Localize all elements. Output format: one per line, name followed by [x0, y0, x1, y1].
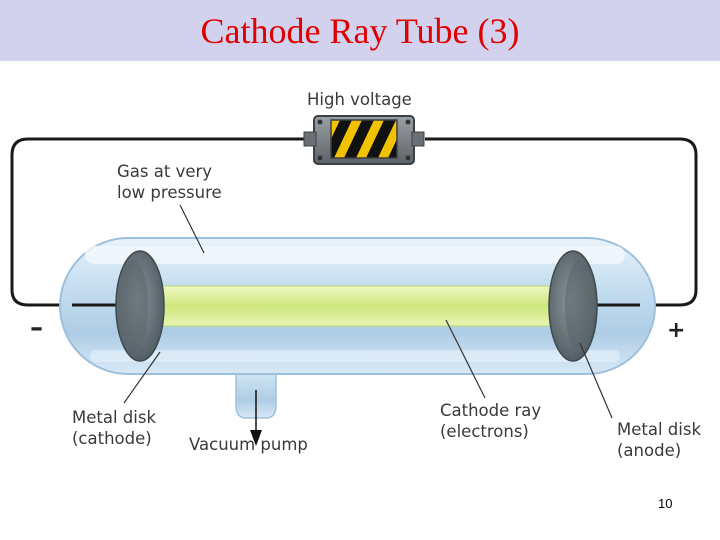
- cathode-disk: [115, 250, 165, 362]
- slide-title: Cathode Ray Tube (3): [200, 11, 520, 51]
- positive-terminal-sign: +: [667, 318, 685, 343]
- cathode-ray-label-line1: Cathode ray: [440, 401, 541, 420]
- cathode-label-line2: (cathode): [72, 429, 152, 448]
- cathode-ray-tube-diagram: High voltage – + Gas at very low pressur…: [10, 90, 701, 460]
- high-voltage-label: High voltage: [307, 90, 412, 109]
- anode-label-line2: (anode): [617, 441, 681, 460]
- cathode-ray-beam: [139, 285, 556, 327]
- title-bar: [0, 0, 720, 61]
- anode-label-line1: Metal disk: [617, 420, 701, 439]
- vacuum-pump-label: Vacuum pump: [189, 435, 308, 454]
- anode-disk: [548, 250, 598, 362]
- gas-label-line2: low pressure: [117, 183, 222, 202]
- high-voltage-source: [303, 115, 425, 165]
- negative-terminal-sign: –: [30, 313, 43, 343]
- page-number: 10: [658, 496, 673, 511]
- gas-label-line1: Gas at very: [117, 162, 212, 181]
- cathode-label-line1: Metal disk: [72, 408, 156, 427]
- label-pointers: [123, 204, 613, 419]
- cathode-ray-label-line2: (electrons): [440, 422, 529, 441]
- circuit-wire: [10, 137, 698, 307]
